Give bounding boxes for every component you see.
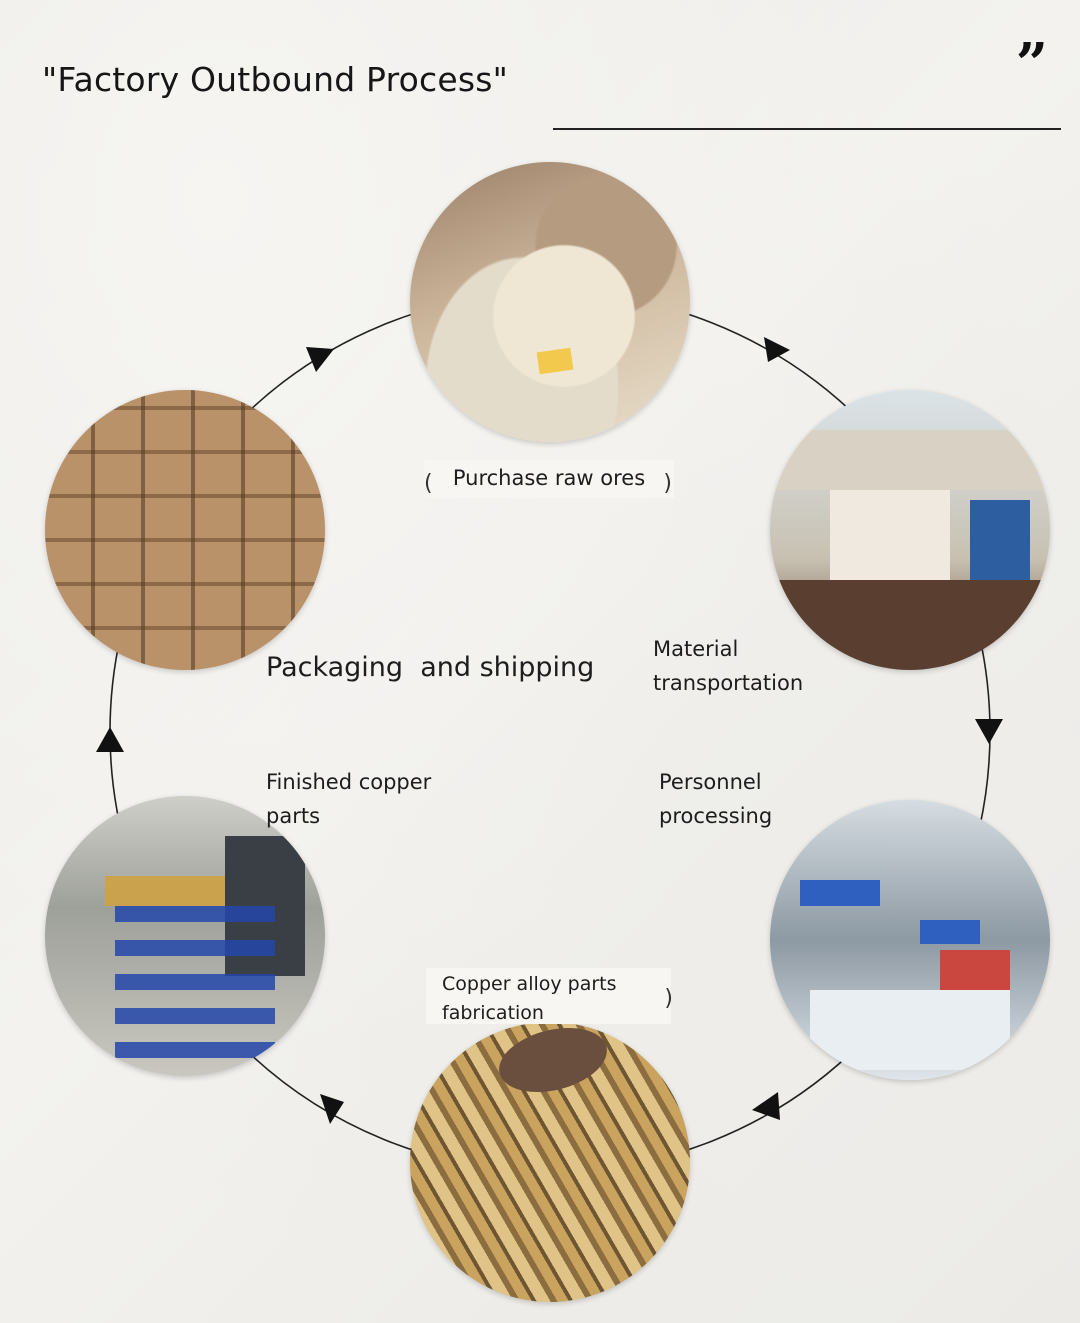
arrow-icon-1 [306, 347, 334, 372]
arrow-icon-5 [320, 1094, 344, 1124]
step-purchase-text: Purchase raw ores [452, 466, 646, 491]
step-transport-label: Material transportation [653, 637, 804, 695]
step-fabrication-label: Copper alloy parts fabrication ) [426, 968, 673, 1024]
boxes-photo [45, 390, 325, 670]
step-packaging-label: Packaging and shipping [266, 652, 595, 683]
truck-photo [770, 390, 1050, 670]
page-title: "Factory Outbound Process" [42, 60, 509, 99]
brass-rods-photo [410, 1022, 690, 1302]
raw-ore-photo [410, 162, 690, 442]
arrow-icon-6 [96, 727, 124, 752]
step-purchase-label: ( Purchase raw ores ) [424, 460, 674, 498]
arrow-icon-3 [975, 719, 1003, 744]
arrow-icon-2 [764, 337, 790, 362]
arrow-icon-4 [752, 1092, 780, 1120]
copper-parts-photo [45, 796, 325, 1076]
step-finished-label: Finished copper parts [266, 770, 432, 828]
workshop-photo [770, 800, 1050, 1080]
quote-mark-icon: ” [1015, 31, 1048, 97]
step-personnel-label: Personnel processing [659, 770, 773, 828]
title-divider [553, 128, 1061, 130]
